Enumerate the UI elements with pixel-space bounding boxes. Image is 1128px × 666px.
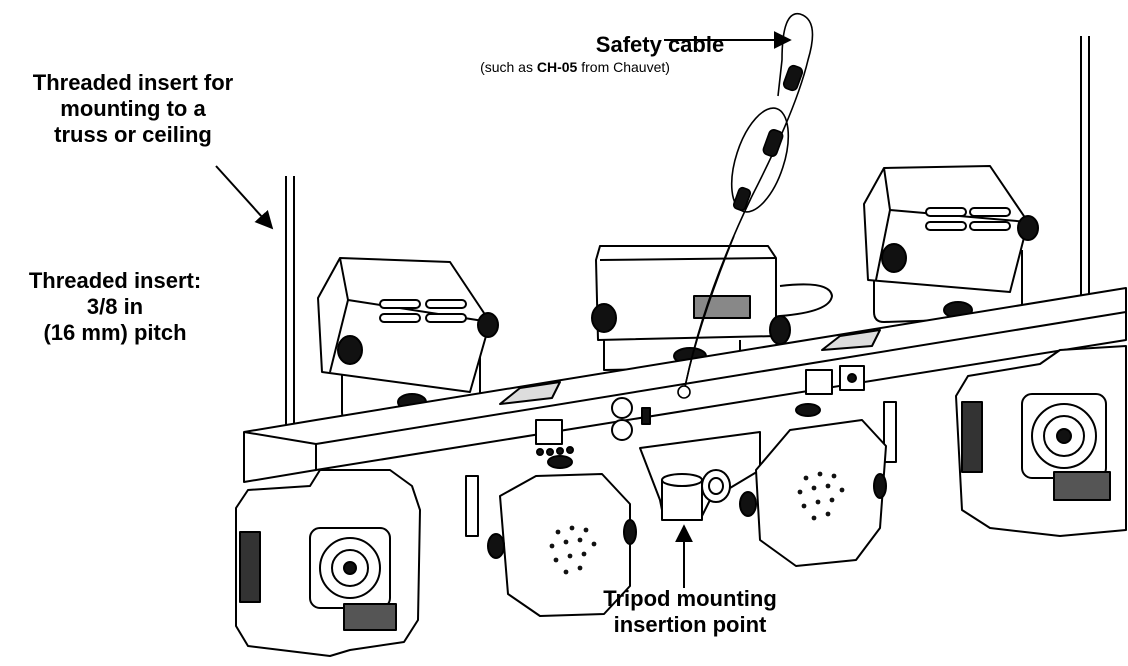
back-center-power-box bbox=[591, 245, 833, 371]
front-right-par-fixture bbox=[739, 401, 897, 567]
power-inlet bbox=[805, 369, 833, 395]
safety-cable bbox=[677, 13, 814, 399]
threaded-insert-mount-label: Threaded insert for mounting to a truss … bbox=[32, 70, 234, 147]
back-left-moving-head bbox=[317, 257, 499, 423]
back-right-moving-head bbox=[863, 165, 1039, 323]
dmx-out-connector bbox=[611, 419, 633, 441]
control-display bbox=[535, 419, 563, 445]
front-right-moving-head bbox=[955, 345, 1127, 537]
front-left-moving-head bbox=[235, 469, 421, 657]
threaded-insert-pitch-label: Threaded insert: 3/8 in (16 mm) pitch bbox=[28, 268, 202, 345]
tripod-mounting-label: Tripod mounting insertion point bbox=[603, 586, 777, 637]
usb-port bbox=[641, 407, 651, 425]
front-left-par-fixture bbox=[465, 455, 637, 617]
tripod-mount bbox=[639, 431, 761, 521]
dmx-in-connector bbox=[611, 397, 633, 419]
safety-cable-note: (such as CH-05 from Chauvet) bbox=[480, 59, 670, 75]
safety-cable-label: Safety cable bbox=[595, 32, 725, 57]
threaded-insert-arrow bbox=[215, 165, 274, 230]
